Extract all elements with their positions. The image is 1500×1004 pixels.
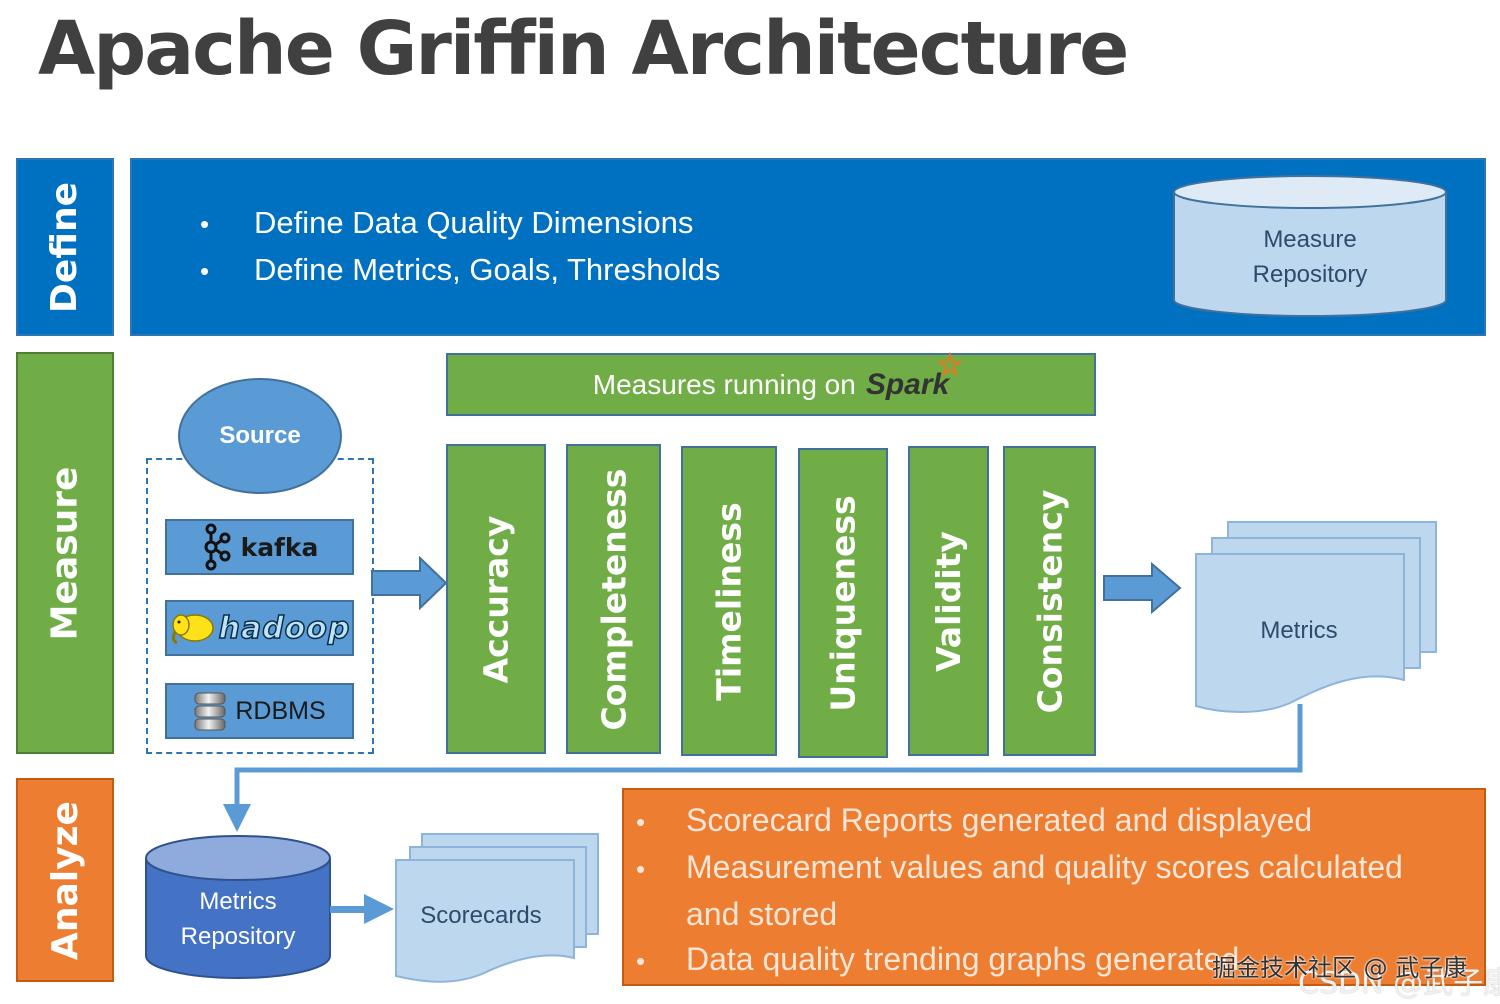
arrow-right-icon: [330, 894, 394, 924]
dimension-uniqueness: Uniqueness: [798, 448, 888, 758]
analyze-panel: [622, 788, 1486, 986]
source-item-rdbms: RDBMS: [165, 683, 354, 739]
analyze-label-text: Analyze: [44, 800, 86, 960]
analyze-bullet-item: • Measurement values and quality scores …: [636, 845, 1403, 892]
measure-label-text: Measure: [44, 466, 86, 640]
metrics-label: Metrics: [1260, 617, 1338, 644]
spark-star-icon: ☆: [936, 348, 964, 382]
dimension-timeliness: Timeliness: [681, 446, 777, 756]
metrics-repository-cylinder-icon: [145, 835, 331, 979]
bullet-icon: •: [636, 946, 646, 976]
spark-logo: Spark ☆: [865, 348, 964, 401]
watermark-juejin: 掘金技术社区 @ 武子康: [1212, 954, 1468, 982]
analyze-bullet-continuation: and stored: [686, 896, 838, 932]
connector-arrow: [223, 704, 1303, 832]
define-band-label: Define: [16, 158, 114, 336]
arrow-right-icon: [371, 556, 448, 610]
measure-repository-cylinder-icon: [1173, 175, 1447, 317]
arrow-right-icon: [1103, 562, 1182, 615]
define-bullet-item: • Define Data Quality Dimensions: [200, 200, 720, 247]
scorecards-label: Scorecards: [420, 902, 542, 929]
dimension-accuracy: Accuracy: [446, 444, 546, 754]
watermark-csdn: CSDN @武子康: [1298, 966, 1500, 1001]
dimension-completeness: Completeness: [566, 444, 661, 754]
define-bullet-item: • Define Metrics, Goals, Thresholds: [200, 247, 720, 294]
source-item-kafka: kafka: [165, 519, 354, 575]
bullet-icon: •: [636, 854, 646, 884]
analyze-bullet-item: • Data quality trending graphs generated: [636, 937, 1403, 984]
source-item-hadoop: hadoop: [165, 600, 354, 656]
bullet-icon: •: [200, 256, 210, 286]
analyze-bullet-item: • Scorecard Reports generated and displa…: [636, 798, 1403, 845]
measure-repository-label: Measure Repository: [1252, 226, 1368, 288]
dimension-validity: Validity: [908, 446, 989, 756]
source-oval: Source: [178, 378, 342, 494]
hadoop-elephant-icon: [171, 614, 214, 645]
page-title: Apache Griffin Architecture: [38, 6, 1129, 92]
database-icon: [194, 692, 226, 731]
dimension-consistency: Consistency: [1003, 446, 1096, 756]
define-label-text: Define: [44, 181, 86, 313]
define-bullet-list: • Define Data Quality Dimensions • Defin…: [200, 200, 720, 294]
measure-band-label: Measure: [16, 352, 114, 754]
analyze-band-label: Analyze: [16, 778, 114, 982]
bullet-icon: •: [200, 209, 210, 239]
kafka-icon: [204, 523, 231, 571]
analyze-bullet-list: • Scorecard Reports generated and displa…: [636, 798, 1403, 984]
metrics-documents-icon: [1195, 521, 1437, 713]
scorecards-documents-icon: [395, 833, 599, 983]
metrics-repository-label: Metrics Repository: [180, 888, 296, 950]
bullet-icon: •: [636, 807, 646, 837]
spark-banner: Measures running on Spark ☆: [446, 348, 1096, 416]
